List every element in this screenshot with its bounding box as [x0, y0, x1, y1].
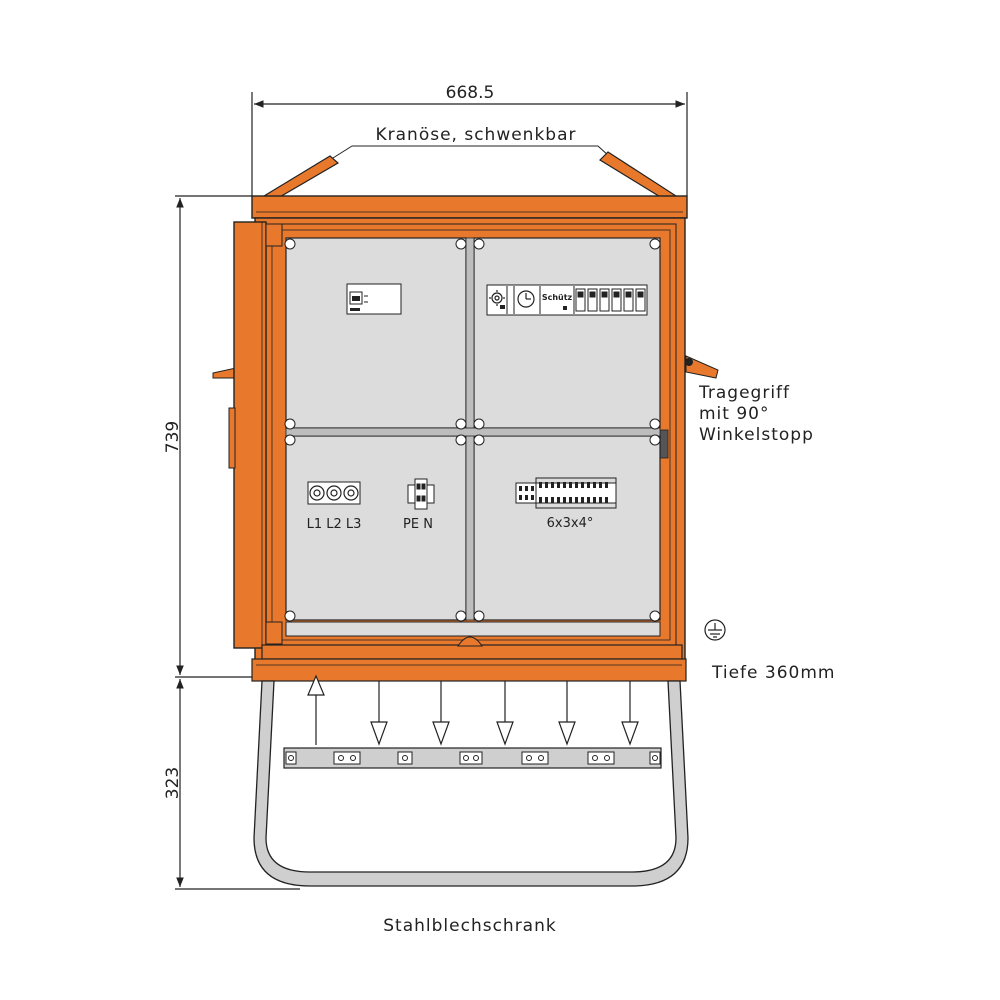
caption: Stahlblechschrank	[383, 916, 556, 936]
depth-label: Tiefe 360mm	[711, 663, 835, 683]
circuit-breakers	[575, 288, 646, 312]
contactor-label: Schütz	[542, 293, 573, 302]
pe-n-terminals	[407, 478, 435, 510]
din-rail-devices: Schütz	[486, 284, 648, 316]
handle-left	[212, 367, 237, 379]
height-cabinet-label: 739	[163, 421, 183, 453]
clock-icon	[517, 290, 535, 308]
crane-eye-left	[262, 155, 340, 199]
crane-eye-label: Kranöse, schwenkbar	[375, 125, 576, 145]
height-dimension-cabinet	[175, 195, 260, 678]
height-dimension-stand	[175, 679, 300, 890]
panel-grid	[285, 237, 661, 637]
panel-screws	[284, 238, 661, 622]
outlet-terminal-block	[515, 477, 617, 509]
crane-eye-right	[599, 151, 678, 199]
meter-device	[346, 283, 402, 315]
handle-label-line2: mit 90°	[699, 404, 769, 424]
width-dimension-label: 668.5	[446, 83, 495, 103]
cable-exit-arrows	[370, 681, 639, 746]
crane-eye-leaders	[313, 145, 623, 171]
handle-label-line1: Tragegriff	[698, 383, 790, 403]
stand-frame	[253, 680, 689, 887]
cable-clamp-rail	[283, 747, 662, 769]
phase-terminals-label: L1 L2 L3	[307, 517, 362, 532]
handle-label-line3: Winkelstopp	[699, 425, 814, 445]
cable-entry-arrow	[307, 674, 325, 745]
earth-ground-icon	[704, 619, 726, 641]
handle-right	[685, 355, 719, 379]
outlet-terminals-label: 6x3x4°	[547, 516, 594, 531]
width-dimension	[251, 92, 688, 196]
phase-terminals	[307, 481, 361, 505]
pe-n-terminals-label: PE N	[403, 517, 433, 532]
height-stand-label: 323	[163, 767, 183, 799]
gear-icon	[489, 290, 505, 306]
